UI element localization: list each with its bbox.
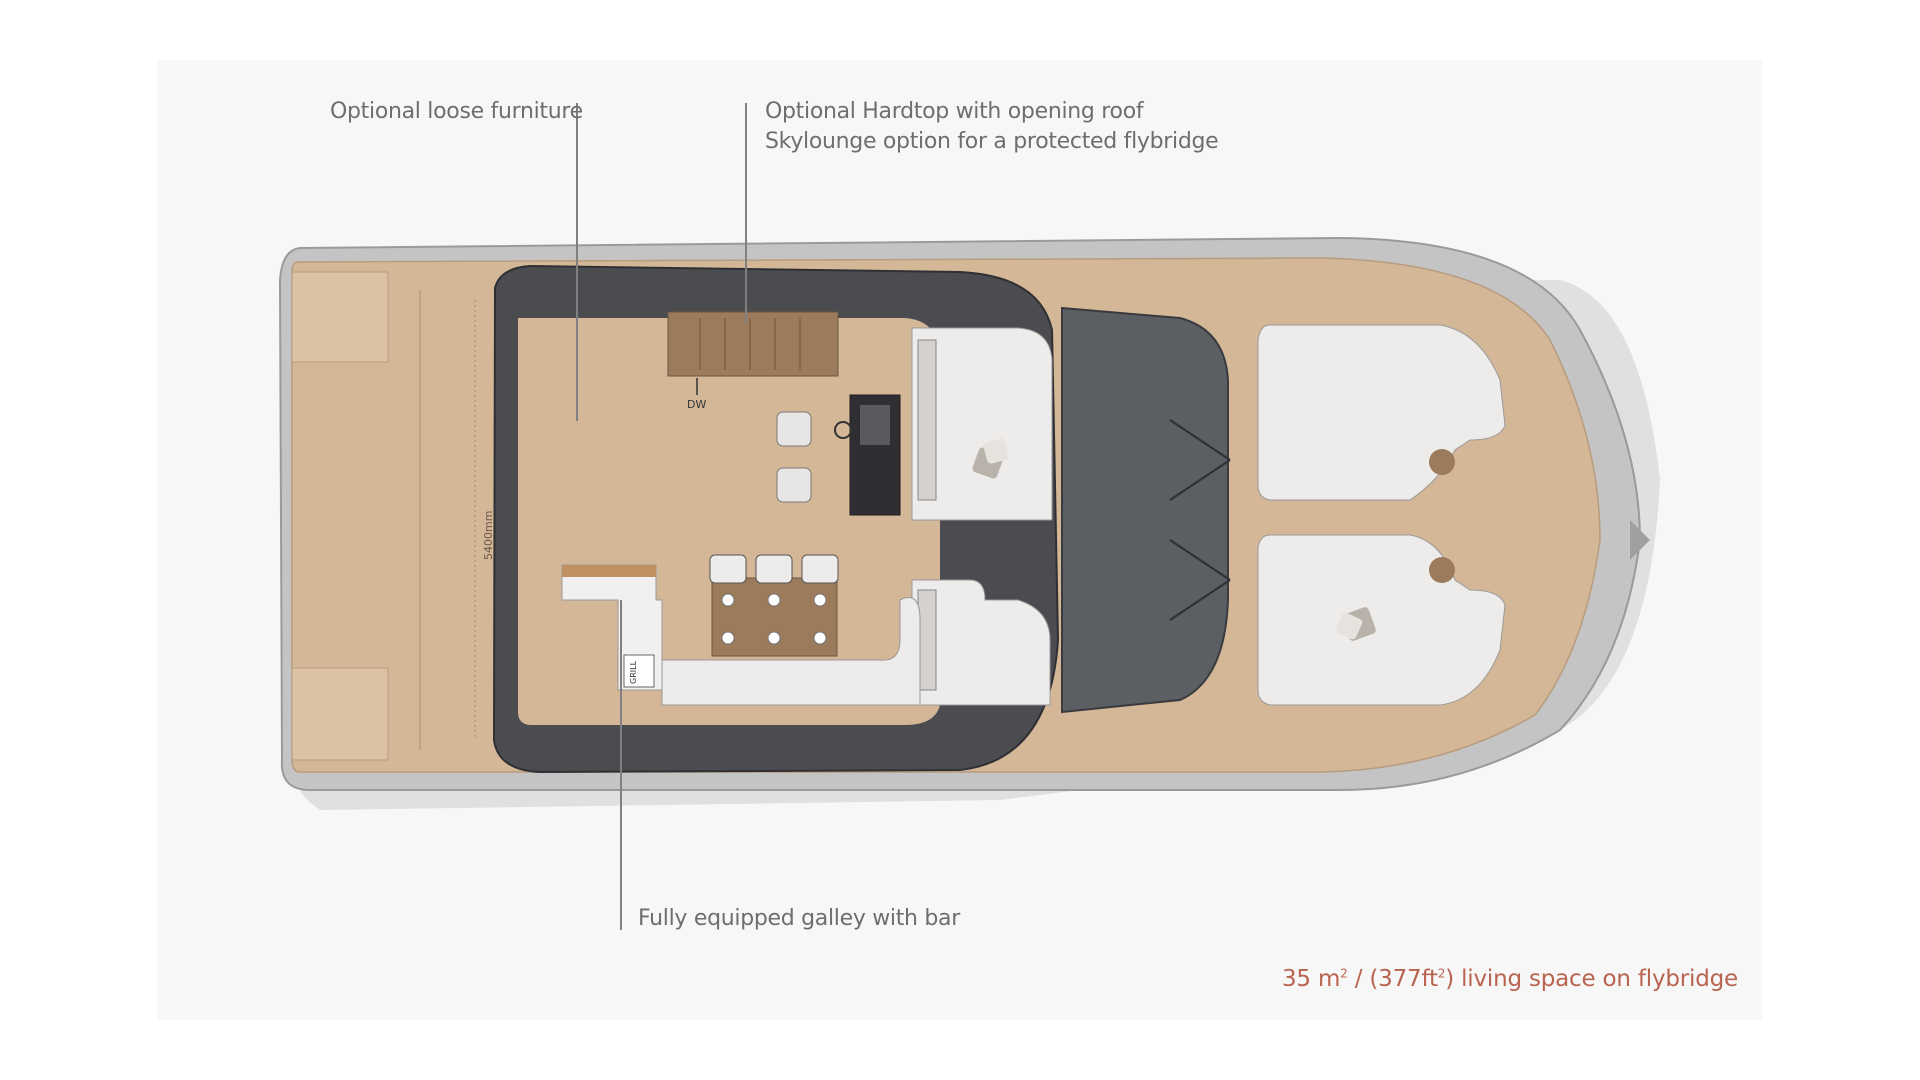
aft-platform-lower [291,667,389,761]
helm-seat-1 [776,411,812,447]
grill-unit [623,654,655,688]
callout-hardtop-line1: Optional Hardtop with opening roof [765,99,1144,124]
callout-galley: Fully equipped galley with bar [638,906,960,931]
aft-platform-upper [291,271,389,363]
grill-label: GRILL [629,660,638,684]
galley-bench [661,597,921,706]
leader-line-hardtop [745,103,747,323]
caption-mid: / (377ft [1347,966,1438,992]
width-dimension-label: 5400mm [482,511,495,560]
caption-tail: ) living space on flybridge [1445,966,1738,992]
leader-line-galley [620,600,622,930]
lounge-upper-hardtop [911,327,1053,521]
helm-seat-2 [776,467,812,503]
dining-chair [801,554,839,584]
stairwell [667,311,839,377]
caption-area-m: 35 m [1281,966,1341,992]
side-table-lower [1429,557,1455,583]
dining-chair [755,554,793,584]
callout-hardtop-line2: Skylounge option for a protected flybrid… [765,129,1219,154]
caption-sup-2: 2 [1437,966,1446,981]
caption-sup-1: 2 [1340,966,1348,981]
steering-wheel [834,421,852,439]
leader-line-loose-furniture [576,103,578,421]
callout-loose-furniture: Optional loose furniture [330,99,583,124]
dishwasher-label: DW [687,398,706,411]
windscreen [1061,306,1229,714]
side-table-upper [1429,449,1455,475]
bow-anchor [1630,520,1650,560]
dining-chair [709,554,747,584]
lounge-lower-hardtop [911,579,1051,706]
living-space-caption: 35 m2 / (377ft2) living space on flybrid… [1282,966,1738,992]
